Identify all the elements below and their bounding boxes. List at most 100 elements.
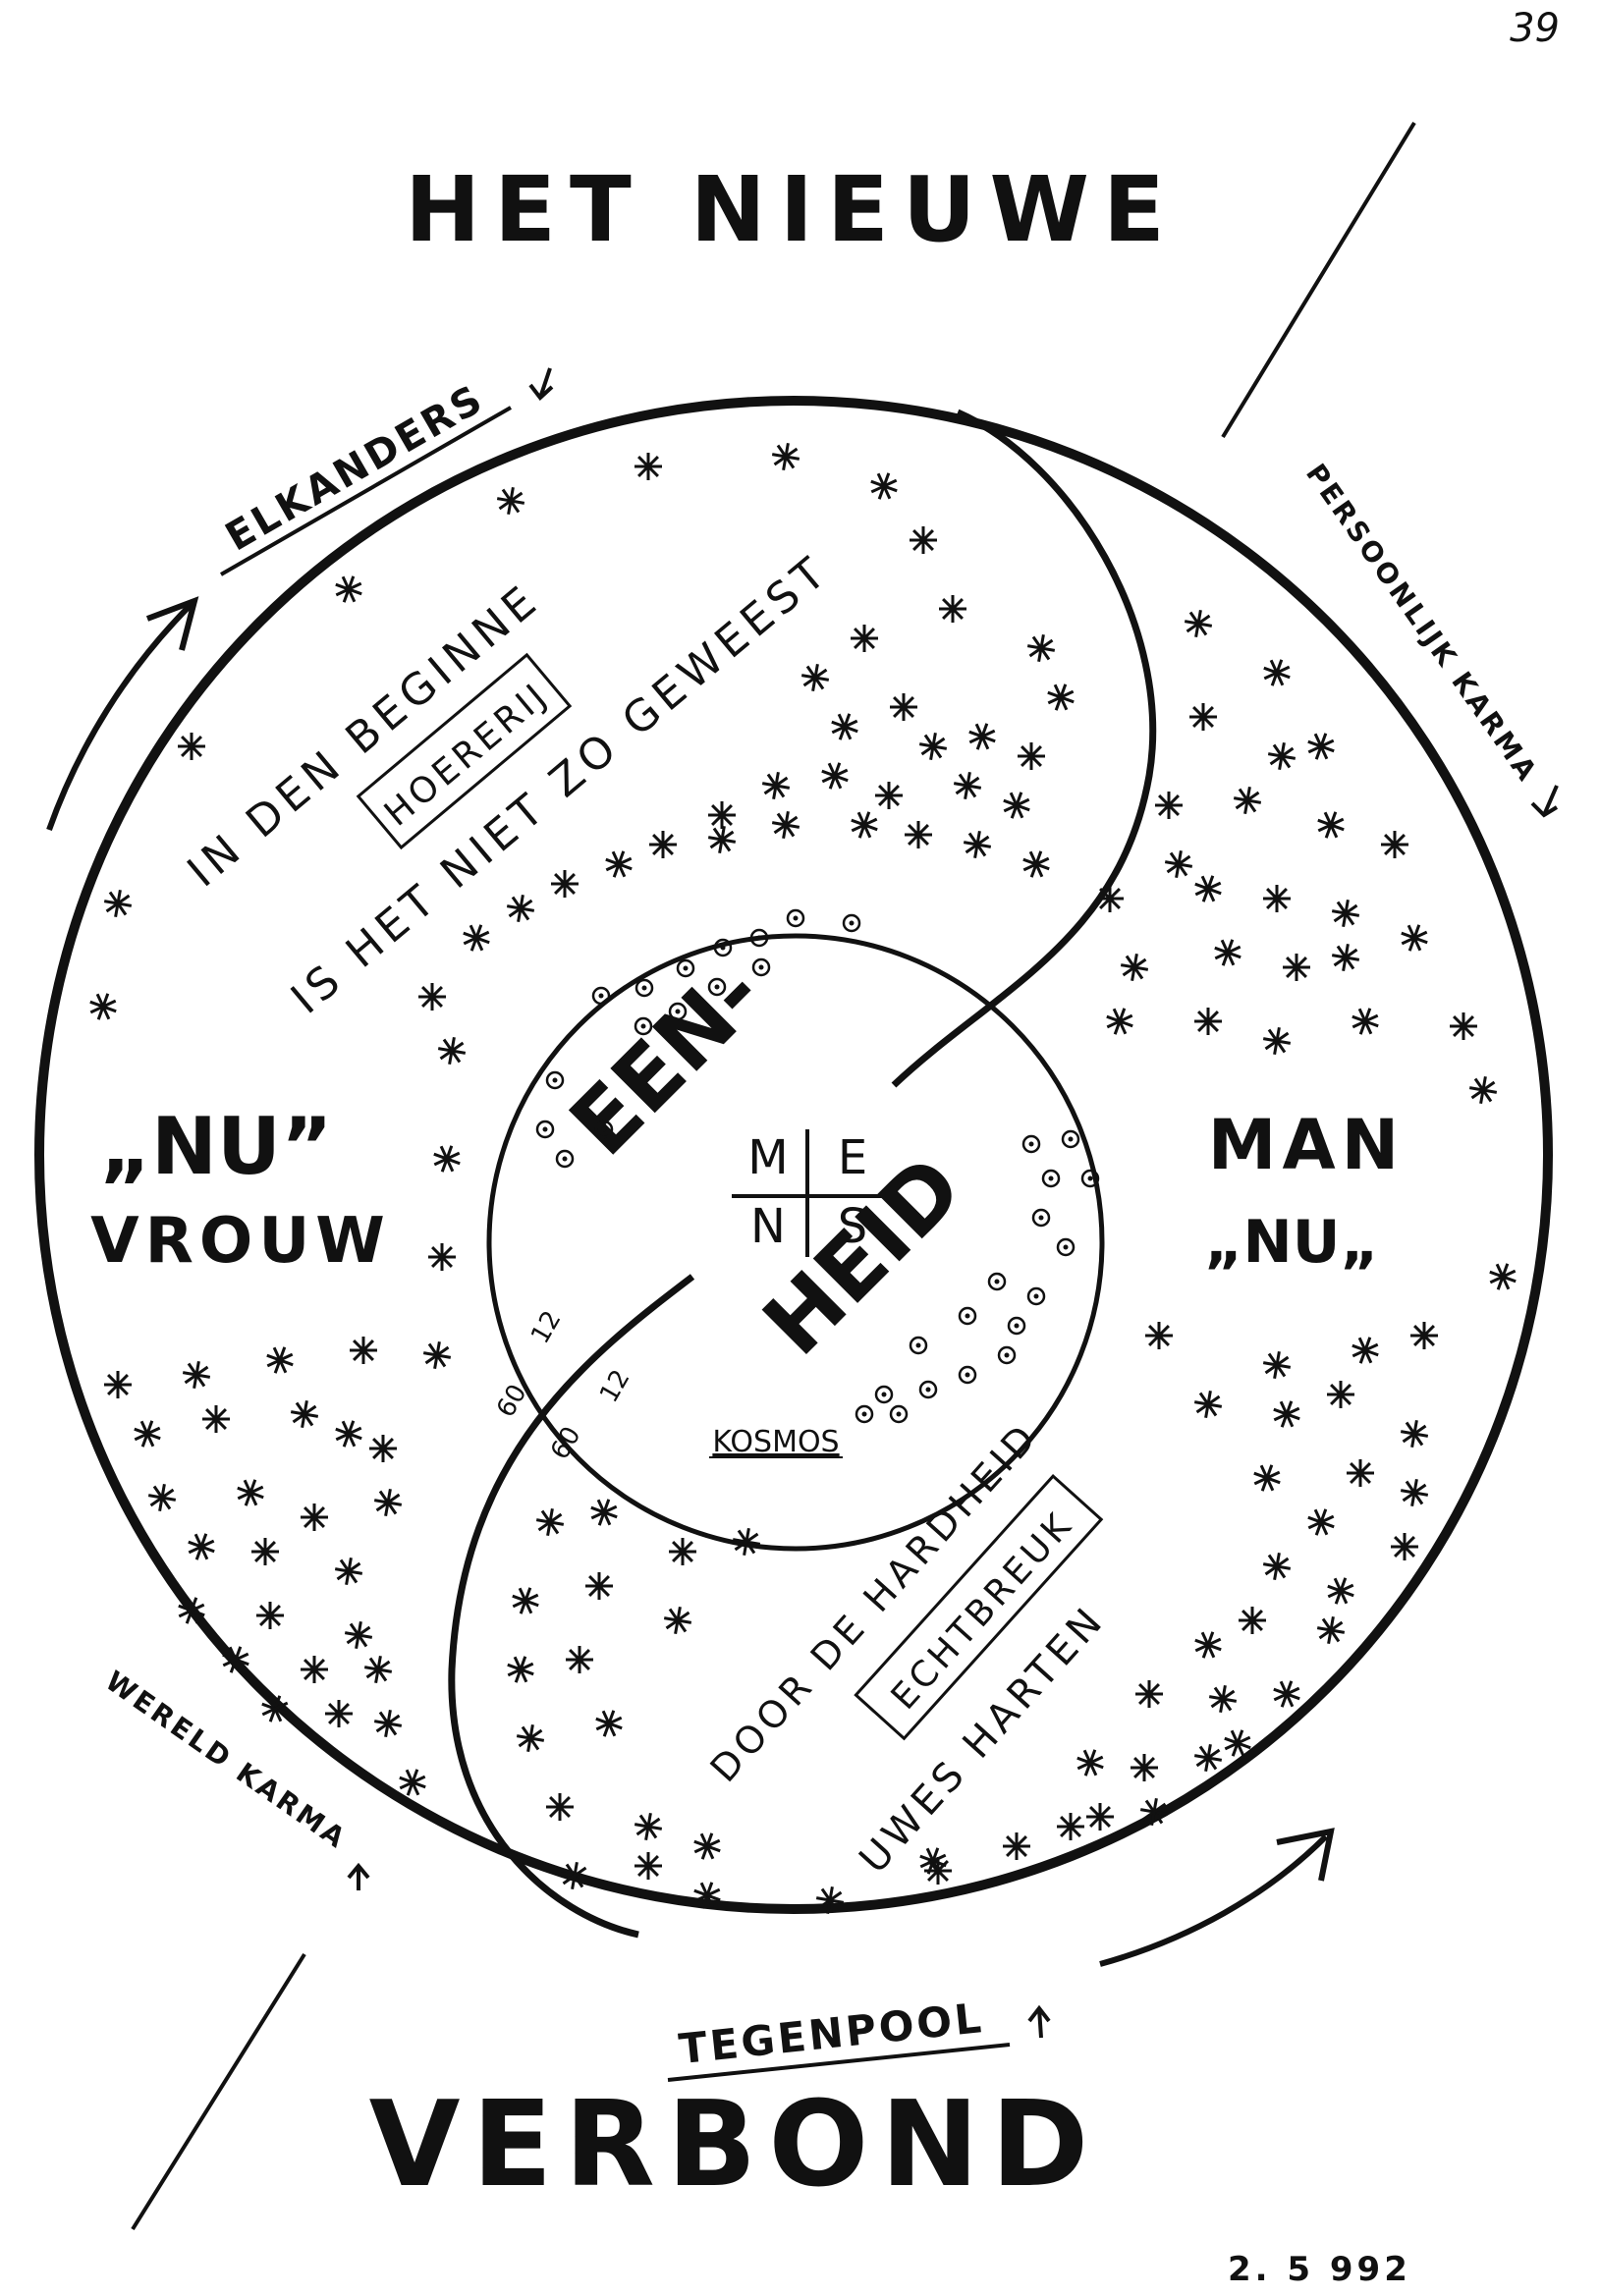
dot-center xyxy=(965,1313,970,1319)
star-stroke xyxy=(254,1541,276,1562)
title-top: HET NIEUWE xyxy=(405,157,1179,262)
asterisk-star-icon xyxy=(585,1572,613,1600)
asterisk-star-icon xyxy=(1400,1478,1429,1507)
asterisk-star-icon xyxy=(334,1557,363,1586)
dot-ring xyxy=(958,1306,977,1326)
dot-center xyxy=(1033,1293,1039,1299)
dot-ring xyxy=(1007,1316,1026,1336)
star-stroke xyxy=(365,1660,391,1679)
asterisk-star-icon xyxy=(1018,742,1045,770)
star-stroke xyxy=(336,1561,361,1581)
circled-dot-icon xyxy=(958,1306,977,1326)
asterisk-star-icon xyxy=(1139,1797,1169,1827)
circled-dot-icon xyxy=(535,1120,555,1139)
asterisk-star-icon xyxy=(290,1399,319,1429)
asterisk-star-icon xyxy=(1331,899,1360,928)
star-stroke xyxy=(1148,1325,1170,1346)
dot-ring xyxy=(1041,1169,1061,1188)
number-12-a: 12 xyxy=(525,1306,568,1349)
star-stroke xyxy=(1089,1806,1111,1828)
dot-ring xyxy=(591,986,611,1006)
star-stroke xyxy=(518,1728,543,1748)
asterisk-star-icon xyxy=(1352,1337,1379,1364)
star-stroke xyxy=(912,529,934,551)
asterisk-star-icon xyxy=(399,1769,426,1796)
star-stroke xyxy=(1006,1835,1027,1857)
dot-ring xyxy=(668,1002,688,1021)
asterisk-star-icon xyxy=(1194,1631,1222,1659)
star-stroke xyxy=(1333,903,1358,923)
star-stroke xyxy=(1076,1755,1104,1771)
dot-ring xyxy=(918,1380,938,1399)
star-stroke xyxy=(1402,1424,1427,1444)
star-stroke xyxy=(1192,706,1214,728)
star-stroke xyxy=(1264,1557,1290,1576)
asterisk-star-icon xyxy=(1194,1008,1222,1035)
dot-center xyxy=(720,945,726,951)
dot-field xyxy=(535,908,1100,1424)
asterisk-star-icon xyxy=(182,1360,211,1390)
label-vrouw: VROUW xyxy=(90,1205,391,1278)
asterisk-star-icon xyxy=(800,663,830,692)
star-stroke xyxy=(773,815,799,835)
circled-dot-icon xyxy=(987,1272,1007,1291)
star-stroke xyxy=(637,1855,659,1877)
asterisk-star-icon xyxy=(1391,1533,1418,1560)
asterisk-star-icon xyxy=(1273,1680,1300,1708)
circled-dot-icon xyxy=(751,957,771,977)
asterisk-star-icon xyxy=(663,1606,692,1635)
star-stroke xyxy=(1489,1269,1517,1285)
asterisk-star-icon xyxy=(251,1538,279,1565)
star-stroke xyxy=(821,768,849,784)
star-stroke xyxy=(1394,1536,1415,1558)
inner-circle xyxy=(486,933,1105,1552)
circled-dot-icon xyxy=(1021,1134,1041,1154)
star-stroke xyxy=(955,776,980,795)
asterisk-star-icon xyxy=(1273,1400,1300,1428)
letter-e: E xyxy=(838,1130,867,1185)
star-stroke xyxy=(1186,614,1211,633)
asterisk-star-icon xyxy=(422,1340,452,1370)
star-stroke xyxy=(562,1866,587,1886)
dot-center xyxy=(598,993,604,999)
dot-center xyxy=(793,915,799,921)
asterisk-star-icon xyxy=(1347,1459,1374,1487)
asterisk-star-icon xyxy=(335,575,362,603)
star-stroke xyxy=(1263,665,1291,681)
star-stroke xyxy=(1286,957,1307,978)
star-stroke xyxy=(942,598,964,620)
dot-center xyxy=(756,935,762,941)
asterisk-star-icon xyxy=(301,1656,328,1683)
star-stroke xyxy=(1330,1384,1352,1405)
arrow-right-curve-icon xyxy=(1099,1833,1329,1967)
outer-circle xyxy=(34,396,1553,1914)
star-stroke xyxy=(1266,888,1288,909)
star-stroke xyxy=(1195,1394,1221,1414)
asterisk-star-icon xyxy=(939,595,966,623)
star-stroke xyxy=(709,830,735,849)
asterisk-star-icon xyxy=(1450,1012,1477,1040)
asterisk-star-icon xyxy=(437,1036,467,1066)
dot-center xyxy=(1063,1244,1069,1250)
star-stroke xyxy=(346,1625,371,1645)
asterisk-star-icon xyxy=(1120,953,1149,982)
asterisk-star-icon xyxy=(910,526,937,554)
asterisk-star-icon xyxy=(546,1793,574,1821)
star-stroke xyxy=(665,1611,690,1630)
asterisk-star-icon xyxy=(512,1587,539,1614)
asterisk-star-icon xyxy=(147,1483,177,1512)
star-stroke xyxy=(105,894,131,913)
asterisk-star-icon xyxy=(1233,786,1262,815)
asterisk-star-icon xyxy=(363,1655,393,1684)
dot-ring xyxy=(634,978,654,998)
star-stroke xyxy=(1273,1406,1300,1422)
asterisk-star-icon xyxy=(506,894,535,923)
star-stroke xyxy=(1224,1735,1251,1751)
dot-center xyxy=(1004,1352,1010,1358)
star-stroke xyxy=(1047,689,1075,705)
dot-center xyxy=(965,1372,970,1378)
asterisk-star-icon xyxy=(634,453,662,480)
circled-dot-icon xyxy=(1026,1286,1046,1306)
asterisk-star-icon xyxy=(1262,1026,1292,1056)
star-stroke xyxy=(222,1652,249,1667)
